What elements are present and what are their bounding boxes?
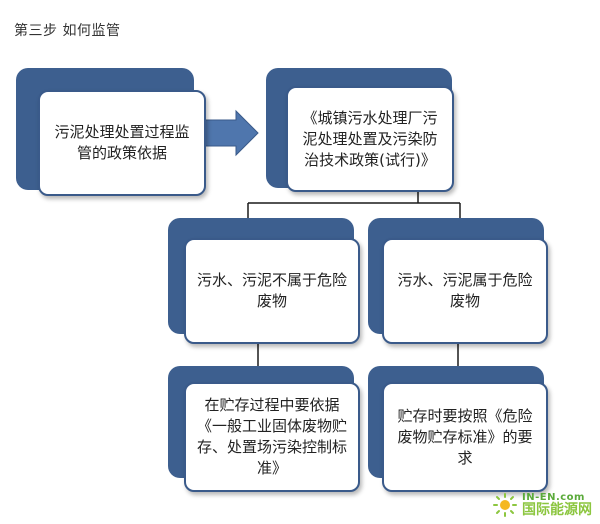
node-hazardous-storage: 贮存时要按照《危险废物贮存标准》的要求 xyxy=(368,366,548,492)
watermark-name: 国际能源网 xyxy=(522,502,592,518)
page-title: 第三步 如何监管 xyxy=(14,23,121,39)
node-label: 污水、污泥属于危险废物 xyxy=(382,238,548,344)
node-general-storage: 在贮存过程中要依据《一般工业固体废物贮存、处置场污染控制标准》 xyxy=(168,366,360,492)
node-label: 污泥处理处置过程监管的政策依据 xyxy=(38,90,206,196)
node-policy-basis: 污泥处理处置过程监管的政策依据 xyxy=(16,68,206,196)
flow-arrow xyxy=(199,109,259,157)
watermark-domain: IN-EN.com xyxy=(522,492,585,503)
node-label: 贮存时要按照《危险废物贮存标准》的要求 xyxy=(382,382,548,492)
sun-logo-icon xyxy=(493,493,517,517)
watermark: IN-EN.com 国际能源网 xyxy=(492,492,592,518)
node-label: 在贮存过程中要依据《一般工业固体废物贮存、处置场污染控制标准》 xyxy=(184,382,360,492)
node-label: 《城镇污水处理厂污泥处理处置及污染防治技术政策(试行)》 xyxy=(286,86,454,192)
node-not-hazardous: 污水、污泥不属于危险废物 xyxy=(168,218,360,344)
node-technical-policy: 《城镇污水处理厂污泥处理处置及污染防治技术政策(试行)》 xyxy=(266,68,454,192)
node-hazardous: 污水、污泥属于危险废物 xyxy=(368,218,548,344)
node-label: 污水、污泥不属于危险废物 xyxy=(184,238,360,344)
